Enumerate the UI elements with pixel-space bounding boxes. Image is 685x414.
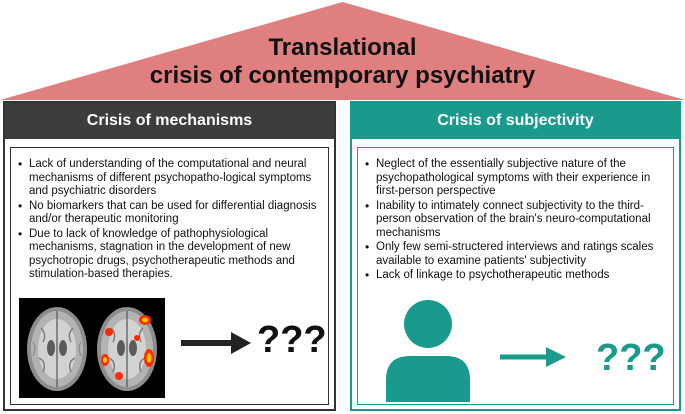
mechanisms-bullet-list: Lack of understanding of the computation… <box>11 148 328 282</box>
subjectivity-bullet-list: Neglect of the essentially subjective na… <box>358 148 673 283</box>
crisis-of-subjectivity-content: Neglect of the essentially subjective na… <box>357 147 674 405</box>
crisis-of-mechanisms-header: Crisis of mechanisms <box>5 103 334 139</box>
right-arrow-icon <box>500 347 566 367</box>
brain-scan-activation-icon <box>97 307 157 391</box>
right-arrow-icon <box>181 332 251 354</box>
brain-mri-image <box>19 298 165 398</box>
list-item: Due to lack of knowledge of pathophysiol… <box>18 228 322 282</box>
diagram-title-line2: crisis of contemporary psychiatry <box>149 62 536 89</box>
roof-triangle <box>0 2 685 100</box>
list-item: Lack of linkage to psychotherapeutic met… <box>365 269 667 283</box>
brain-scan-left-icon <box>27 307 87 391</box>
crisis-of-mechanisms-panel: Crisis of mechanisms Lack of understandi… <box>3 101 336 411</box>
unknown-result-text: ??? <box>257 319 327 361</box>
crisis-of-subjectivity-panel: Crisis of subjectivity Neglect of the es… <box>350 101 681 411</box>
crisis-of-subjectivity-header: Crisis of subjectivity <box>352 103 679 139</box>
list-item: Only few semi-structered interviews and … <box>365 241 667 268</box>
list-item: Neglect of the essentially subjective na… <box>365 158 667 199</box>
list-item: Inability to intimately connect subjecti… <box>365 200 667 241</box>
diagram-title-line1: Translational <box>268 34 417 61</box>
crisis-of-mechanisms-content: Lack of understanding of the computation… <box>10 147 329 405</box>
list-item: Lack of understanding of the computation… <box>18 158 322 199</box>
list-item: No biomarkers that can be used for diffe… <box>18 200 322 227</box>
person-icon <box>386 300 470 402</box>
unknown-result-text: ??? <box>596 337 666 379</box>
